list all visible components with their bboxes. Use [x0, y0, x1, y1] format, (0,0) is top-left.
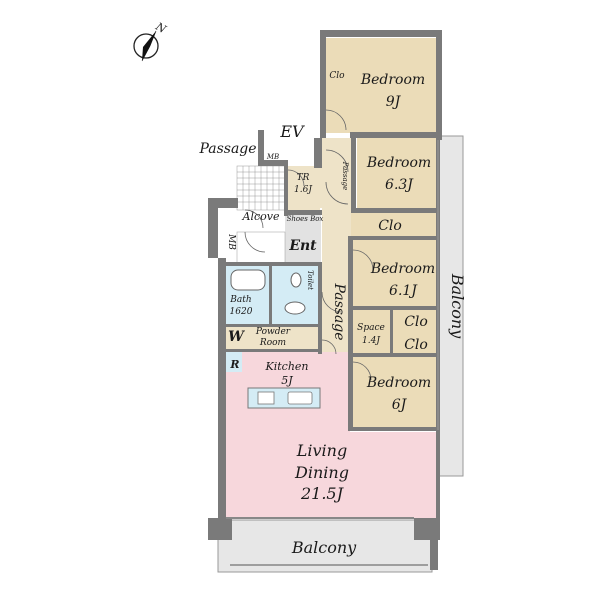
- living-line1: Living: [296, 441, 347, 460]
- bedroom-6j-name: Bedroom: [366, 375, 431, 391]
- space-size: 1.4J: [362, 336, 381, 346]
- clo-pair-floor: [391, 310, 438, 356]
- passage-small-floor: [320, 138, 351, 208]
- doors: [244, 109, 374, 381]
- alcove-floor: [236, 231, 286, 265]
- compass: N: [133, 19, 168, 62]
- balcony-bottom: [217, 519, 433, 573]
- alcove-grid: [236, 165, 286, 211]
- compass-ring: [133, 33, 159, 59]
- bedroom-6-3j-name: Bedroom: [366, 155, 431, 171]
- bath-size: 1620: [230, 307, 253, 317]
- bedroom-9j-size: 9J: [386, 94, 402, 110]
- kitchen-size: 5J: [281, 374, 293, 387]
- mb-left-label: MB: [226, 233, 236, 250]
- bedroom-9j-name: Bedroom: [360, 72, 425, 88]
- space-name: Space: [357, 323, 385, 333]
- ent-label: Ent: [288, 238, 317, 254]
- passage-small-label: Passage: [341, 161, 349, 191]
- toilet-label: Toilet: [306, 270, 314, 290]
- north-arrow-half-icon: [141, 30, 157, 62]
- bedroom-9j-floor: [325, 38, 438, 133]
- bedroom-6-1j-floor: [352, 237, 438, 309]
- mb-top-label: MB: [266, 153, 279, 161]
- bedroom-6-3j-size: 6.3J: [385, 177, 414, 193]
- clo-mid-label: Clo: [378, 218, 402, 234]
- balcony-right: [436, 135, 464, 477]
- alcove-label: Alcove: [242, 210, 280, 223]
- ev-label: EV: [279, 122, 305, 141]
- entrance-floor: [285, 215, 321, 265]
- living-line2: Dining: [294, 463, 349, 482]
- bedroom-6-1j-name: Bedroom: [370, 261, 435, 277]
- toilet-icon: [290, 272, 302, 288]
- bedroom-6-3j-floor: [357, 137, 438, 209]
- clo-top-label: Clo: [329, 71, 345, 81]
- bathtub-icon: [230, 269, 266, 291]
- bath-name: Bath: [229, 295, 251, 305]
- sink-icon: [287, 391, 313, 405]
- r-label: R: [229, 358, 239, 371]
- clo-a-label: Clo: [404, 314, 428, 330]
- tr-size: 1.6J: [294, 185, 313, 195]
- powder-line1: Powder: [255, 327, 291, 337]
- bedroom-6-1j-size: 6.1J: [389, 283, 418, 299]
- powder-line2: Room: [259, 338, 286, 348]
- w-label: W: [228, 329, 245, 345]
- shoes-box-label: Shoes Box: [287, 215, 324, 223]
- space-floor: [352, 310, 390, 356]
- kitchen-name: Kitchen: [265, 360, 309, 373]
- tr-floor: [286, 166, 320, 212]
- washbasin-icon: [284, 301, 306, 315]
- fridge-floor: [226, 352, 242, 372]
- balcony-right-label: Balcony: [448, 273, 467, 339]
- balcony-bottom-label: Balcony: [291, 538, 357, 557]
- bedroom-6j-size: 6J: [392, 397, 408, 413]
- passage-outside-label: Passage: [198, 141, 256, 157]
- living-size: 21.5J: [300, 484, 345, 503]
- clo-b-label: Clo: [404, 337, 428, 353]
- living-floor: [226, 432, 438, 518]
- clo-mid-floor: [350, 213, 438, 240]
- tr-name: TR: [297, 173, 310, 183]
- passage-main-label: Passage: [331, 282, 347, 340]
- stove-icon: [257, 391, 275, 405]
- passage-main-floor: [322, 205, 351, 355]
- powder-floor: [226, 325, 318, 350]
